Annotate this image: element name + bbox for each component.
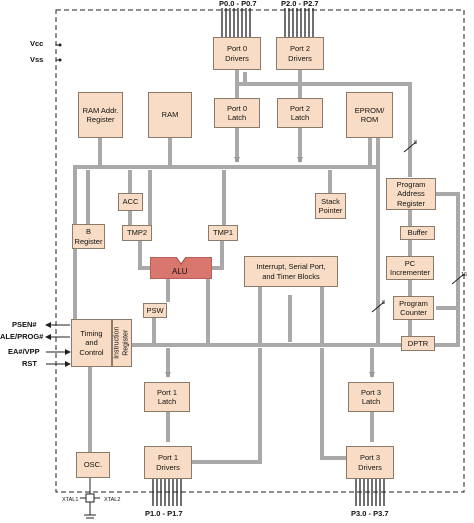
bus-lines bbox=[73, 68, 460, 464]
bus-width-8-mid: 8 bbox=[382, 300, 386, 306]
buffer-block: Buffer bbox=[400, 226, 435, 240]
eprom-rom-block: EPROM/ ROM bbox=[346, 92, 393, 138]
port1-latch-block: Port 1 Latch bbox=[144, 382, 190, 412]
bus-width-marks bbox=[371, 141, 465, 313]
acc-block: ACC bbox=[118, 193, 143, 211]
p3-pin-label: P3.0 - P3.7 bbox=[351, 509, 389, 518]
ea-pin-label: EA#/VPP bbox=[8, 347, 40, 356]
ram-block: RAM bbox=[148, 92, 192, 138]
port2-drivers-block: Port 2 Drivers bbox=[276, 37, 324, 70]
osc-block: OSC. bbox=[76, 452, 110, 478]
instruction-register-label: Instruction Register bbox=[113, 326, 130, 360]
stack-pointer-block: Stack Pointer bbox=[315, 193, 346, 219]
tmp1-block: TMP1 bbox=[208, 225, 238, 241]
bus-width-16: 16 bbox=[461, 272, 468, 278]
port1-drivers-block: Port 1 Drivers bbox=[144, 446, 192, 479]
xtal2-label: XTAL2 bbox=[104, 497, 121, 503]
b-register-block: B Register bbox=[72, 224, 105, 249]
p2-pin-label: P2.0 - P2.7 bbox=[281, 0, 319, 8]
tmp2-block: TMP2 bbox=[122, 225, 152, 241]
chip-boundary bbox=[55, 9, 465, 493]
program-address-register-block: Program Address Register bbox=[386, 178, 436, 210]
port3-drivers-block: Port 3 Drivers bbox=[346, 446, 394, 479]
vss-pin-label: Vss bbox=[30, 55, 44, 64]
port-pins bbox=[152, 8, 385, 506]
port0-drivers-block: Port 0 Drivers bbox=[213, 37, 261, 70]
port2-latch-block: Port 2 Latch bbox=[277, 98, 323, 128]
p0-pin-label: P0.0 - P0.7 bbox=[219, 0, 257, 8]
rst-pin-label: RST bbox=[22, 359, 37, 368]
p1-pin-label: P1.0 - P1.7 bbox=[145, 509, 183, 518]
timing-and-control-block: Timing and Control bbox=[71, 319, 112, 367]
xtal1-label: XTAL1 bbox=[62, 497, 79, 503]
interrupt-serial-timer-block: Interrupt, Serial Port, and Timer Blocks bbox=[244, 256, 338, 287]
psen-pin-label: PSEN# bbox=[12, 320, 37, 329]
port0-latch-block: Port 0 Latch bbox=[214, 98, 260, 128]
vcc-pin-label: Vcc bbox=[30, 39, 44, 48]
port3-latch-block: Port 3 Latch bbox=[348, 382, 394, 412]
control-lines bbox=[45, 44, 100, 519]
bus-width-8-top: 8 bbox=[414, 140, 418, 146]
program-counter-block: Program Counter bbox=[393, 296, 434, 320]
instruction-register-block: Instruction Register bbox=[112, 319, 132, 367]
psw-block: PSW bbox=[143, 303, 167, 318]
ram-address-register-block: RAM Addr. Register bbox=[78, 92, 123, 138]
crystal bbox=[85, 493, 95, 503]
pc-incrementer-block: PC Incrementer bbox=[386, 256, 434, 280]
alu-label: ALU bbox=[172, 267, 188, 276]
ale-pin-label: ALE/PROG# bbox=[0, 332, 44, 341]
alu-shape bbox=[150, 257, 212, 279]
dptr-block: DPTR bbox=[401, 336, 435, 351]
